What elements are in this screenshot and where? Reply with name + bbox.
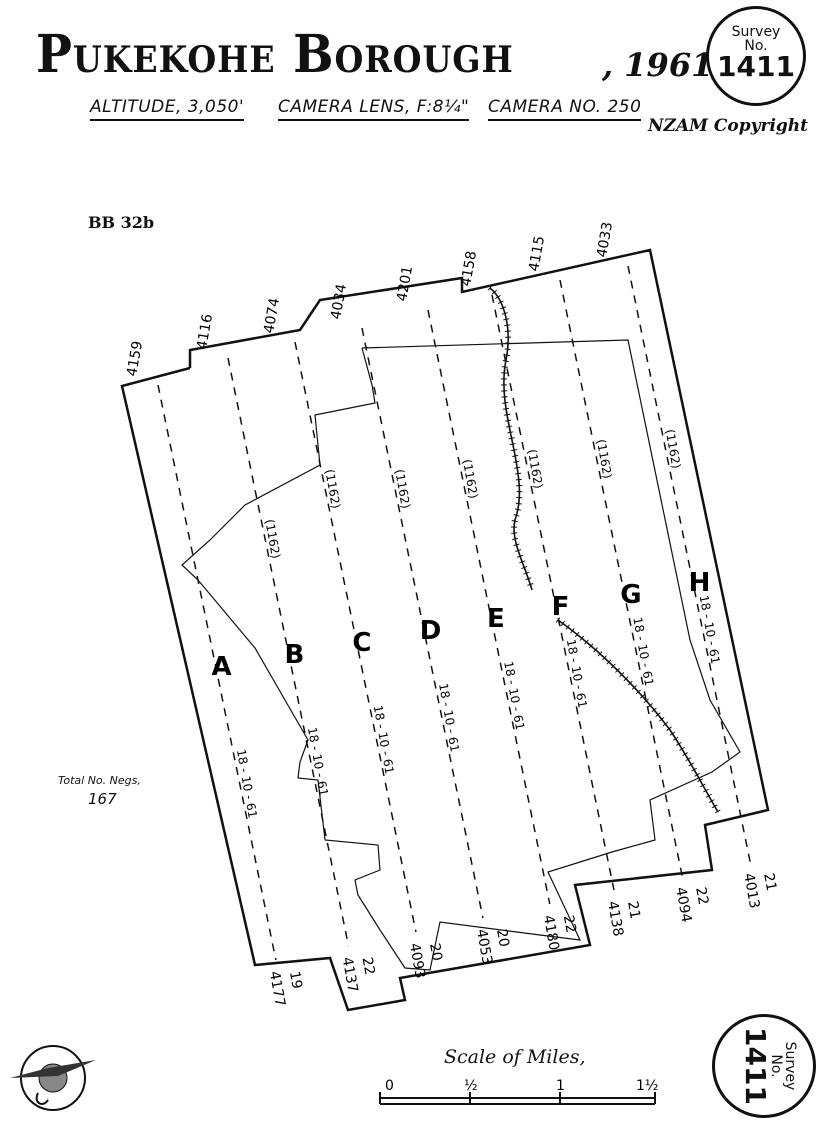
run-letter-a: A xyxy=(211,652,231,682)
top-frame-g: 4115 xyxy=(526,235,548,273)
camera-number-label: Camera No. 250 xyxy=(488,97,642,121)
altitude-c: (1162) xyxy=(322,468,343,510)
bottom-roll-d: 20 xyxy=(493,928,512,948)
run-letter-b: B xyxy=(285,640,305,670)
top-frame-h: 4033 xyxy=(594,221,616,259)
altitude-g: (1162) xyxy=(594,438,615,480)
bottom-roll-c: 20 xyxy=(426,942,445,962)
date-h: 18 - 10 - 61 xyxy=(697,594,723,665)
frame-labels: 4159417719411641372240744093204034405320… xyxy=(124,221,779,1008)
top-frame-d: 4034 xyxy=(328,283,350,321)
badge-bottom-line1: Survey xyxy=(782,1041,798,1091)
altitude-labels: (1162) (1162) (1162) (1162) (1162) (1162) (116… xyxy=(262,428,683,560)
badge-top-line2: No. xyxy=(744,38,768,54)
scale-tick-half: ½ xyxy=(464,1078,478,1094)
borough-boundary xyxy=(181,339,741,971)
top-frame-e: 4201 xyxy=(394,265,416,303)
railway-ties xyxy=(487,285,721,814)
date-b: 18 - 10 - 61 xyxy=(305,726,331,797)
flight-line-h xyxy=(627,265,751,863)
bottom-frame-h: 4013 xyxy=(740,872,762,910)
flight-lines xyxy=(157,265,751,961)
run-letter-e: E xyxy=(487,604,505,634)
bottom-frame-c: 4093 xyxy=(406,942,428,980)
bottom-roll-h: 21 xyxy=(760,872,779,892)
bottom-frame-f: 4138 xyxy=(604,900,626,938)
date-a: 18 - 10 - 61 xyxy=(234,748,260,819)
top-frame-a: 4159 xyxy=(124,340,146,378)
flight-line-e xyxy=(427,309,551,905)
run-letter-d: D xyxy=(420,616,442,646)
camera-lens-label: Camera Lens, F:8¼" xyxy=(278,97,470,121)
altitude-b: (1162) xyxy=(262,518,283,560)
map-year: , 1961 xyxy=(602,46,714,84)
survey-boundary xyxy=(120,248,770,1012)
scale-bar: 0 ½ 1 1½ xyxy=(379,1078,658,1105)
bottom-roll-a: 19 xyxy=(286,970,305,990)
run-letter-c: C xyxy=(352,628,371,658)
badge-bottom-number: 1411 xyxy=(739,1027,772,1105)
scale-tick-1: 1 xyxy=(556,1078,565,1094)
scale-label: Scale of Miles, xyxy=(444,1046,586,1068)
flight-line-c xyxy=(294,341,417,933)
sheet-reference: BB 32b xyxy=(88,213,155,232)
bottom-roll-b: 22 xyxy=(359,956,378,976)
run-letters: A B C D E F G H xyxy=(211,568,710,682)
bottom-frame-e: 4180 xyxy=(540,914,562,952)
bottom-frame-g: 4094 xyxy=(672,886,694,924)
flight-line-d xyxy=(361,327,484,919)
bottom-roll-g: 22 xyxy=(692,886,711,906)
badge-top-number: 1411 xyxy=(717,50,795,83)
altitude-d: (1162) xyxy=(392,468,413,510)
altitude-e: (1162) xyxy=(460,458,481,500)
run-letter-g: G xyxy=(620,580,641,610)
date-d: 18 - 10 - 61 xyxy=(436,682,462,753)
date-c: 18 - 10 - 61 xyxy=(371,704,397,775)
altitude-label: Altitude, 3,050' xyxy=(90,97,245,121)
altitude-h: (1162) xyxy=(663,428,684,470)
total-negs-label: Total No. Negs, xyxy=(58,774,141,787)
top-frame-c: 4074 xyxy=(261,297,283,335)
date-g: 18 - 10 - 61 xyxy=(630,616,656,687)
total-negs-value: 167 xyxy=(88,790,117,808)
survey-number-badge-top: Survey No. 1411 xyxy=(706,6,806,106)
bottom-frame-d: 4053 xyxy=(473,928,495,966)
railway-north xyxy=(489,287,533,591)
flight-line-g xyxy=(559,279,683,877)
survey-number-badge-bottom: Survey No. 1411 xyxy=(712,1014,816,1118)
top-frame-b: 4116 xyxy=(194,313,216,351)
nz-aerial-mapping-logo xyxy=(10,1045,96,1111)
scale-tick-0: 0 xyxy=(385,1078,394,1094)
flight-line-f xyxy=(491,294,615,891)
bottom-roll-f: 21 xyxy=(624,900,643,920)
flight-line-a xyxy=(157,384,277,961)
altitude-f: (1162) xyxy=(525,448,546,490)
scale-tick-1-half: 1½ xyxy=(636,1078,658,1094)
copyright-label: NZAM Copyright xyxy=(648,116,809,136)
bottom-roll-e: 22 xyxy=(560,914,579,934)
run-letter-h: H xyxy=(689,568,711,598)
bottom-frame-b: 4137 xyxy=(339,956,361,994)
map-title: Pukekohe Borough xyxy=(36,24,514,85)
bottom-frame-a: 4177 xyxy=(266,970,288,1008)
top-frame-f: 4158 xyxy=(458,250,480,288)
badge-top-line1: Survey xyxy=(731,24,781,40)
run-letter-f: F xyxy=(552,592,570,622)
date-f: 18 - 10 - 61 xyxy=(564,638,590,709)
date-e: 18 - 10 - 61 xyxy=(501,660,527,731)
flight-line-b xyxy=(227,357,350,947)
